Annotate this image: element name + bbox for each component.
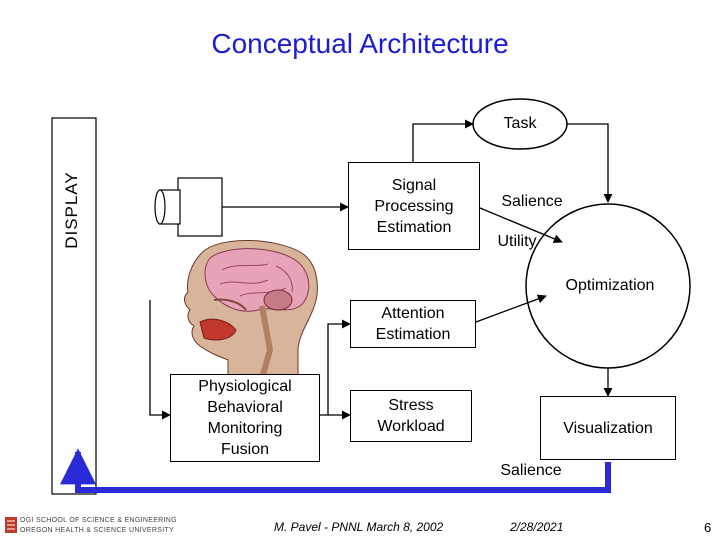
footer-author: M. Pavel - PNNL March 8, 2002 bbox=[274, 520, 444, 534]
display-to-monitoring-arrow bbox=[149, 300, 171, 420]
signal-processing-box: Signal Processing Estimation bbox=[348, 162, 480, 250]
attention-estimation-label: Attention Estimation bbox=[375, 305, 451, 343]
utility-label: Utility bbox=[497, 233, 537, 250]
task-to-optimization-arrow bbox=[567, 123, 613, 203]
university-logo-icon bbox=[5, 517, 17, 533]
attention-to-optimization-arrow bbox=[475, 294, 547, 323]
signal-to-optimization-arrow bbox=[479, 207, 563, 244]
monitoring-to-attention-arrow bbox=[320, 319, 351, 416]
slide-title: Conceptual Architecture bbox=[211, 28, 509, 59]
camera-icon bbox=[154, 177, 223, 237]
stress-workload-label: Stress Workload bbox=[377, 397, 445, 435]
display-panel bbox=[51, 117, 97, 495]
task-label: Task bbox=[503, 115, 537, 132]
optimization-label: Optimization bbox=[565, 277, 655, 294]
display-label-text: DISPLAY bbox=[62, 171, 81, 249]
visualization-box: Visualization bbox=[540, 396, 676, 460]
salience-top-label: Salience bbox=[501, 193, 563, 210]
salience-bottom-label: Salience bbox=[500, 462, 562, 479]
university-logo bbox=[4, 516, 18, 534]
signal-to-task-arrow bbox=[412, 119, 474, 162]
visualization-label: Visualization bbox=[563, 419, 653, 437]
footer-date: 2/28/2021 bbox=[510, 520, 564, 534]
logo-line-1: OGI SCHOOL OF SCIENCE & ENGINEERING bbox=[20, 517, 177, 524]
physiological-monitoring-box: Physiological Behavioral Monitoring Fusi… bbox=[170, 374, 320, 462]
head-brain-icon bbox=[183, 239, 318, 379]
signal-processing-label: Signal Processing Estimation bbox=[374, 176, 454, 236]
stress-workload-box: Stress Workload bbox=[350, 390, 472, 442]
attention-estimation-box: Attention Estimation bbox=[350, 300, 476, 348]
physiological-monitoring-label: Physiological Behavioral Monitoring Fusi… bbox=[198, 378, 292, 458]
footer-page-number: 6 bbox=[704, 520, 712, 535]
feedback-loop-arrow bbox=[60, 448, 611, 493]
university-logo-text: OGI SCHOOL OF SCIENCE & ENGINEERING OREG… bbox=[20, 516, 177, 536]
logo-line-2: OREGON HEALTH & SCIENCE UNIVERSITY bbox=[20, 527, 174, 534]
